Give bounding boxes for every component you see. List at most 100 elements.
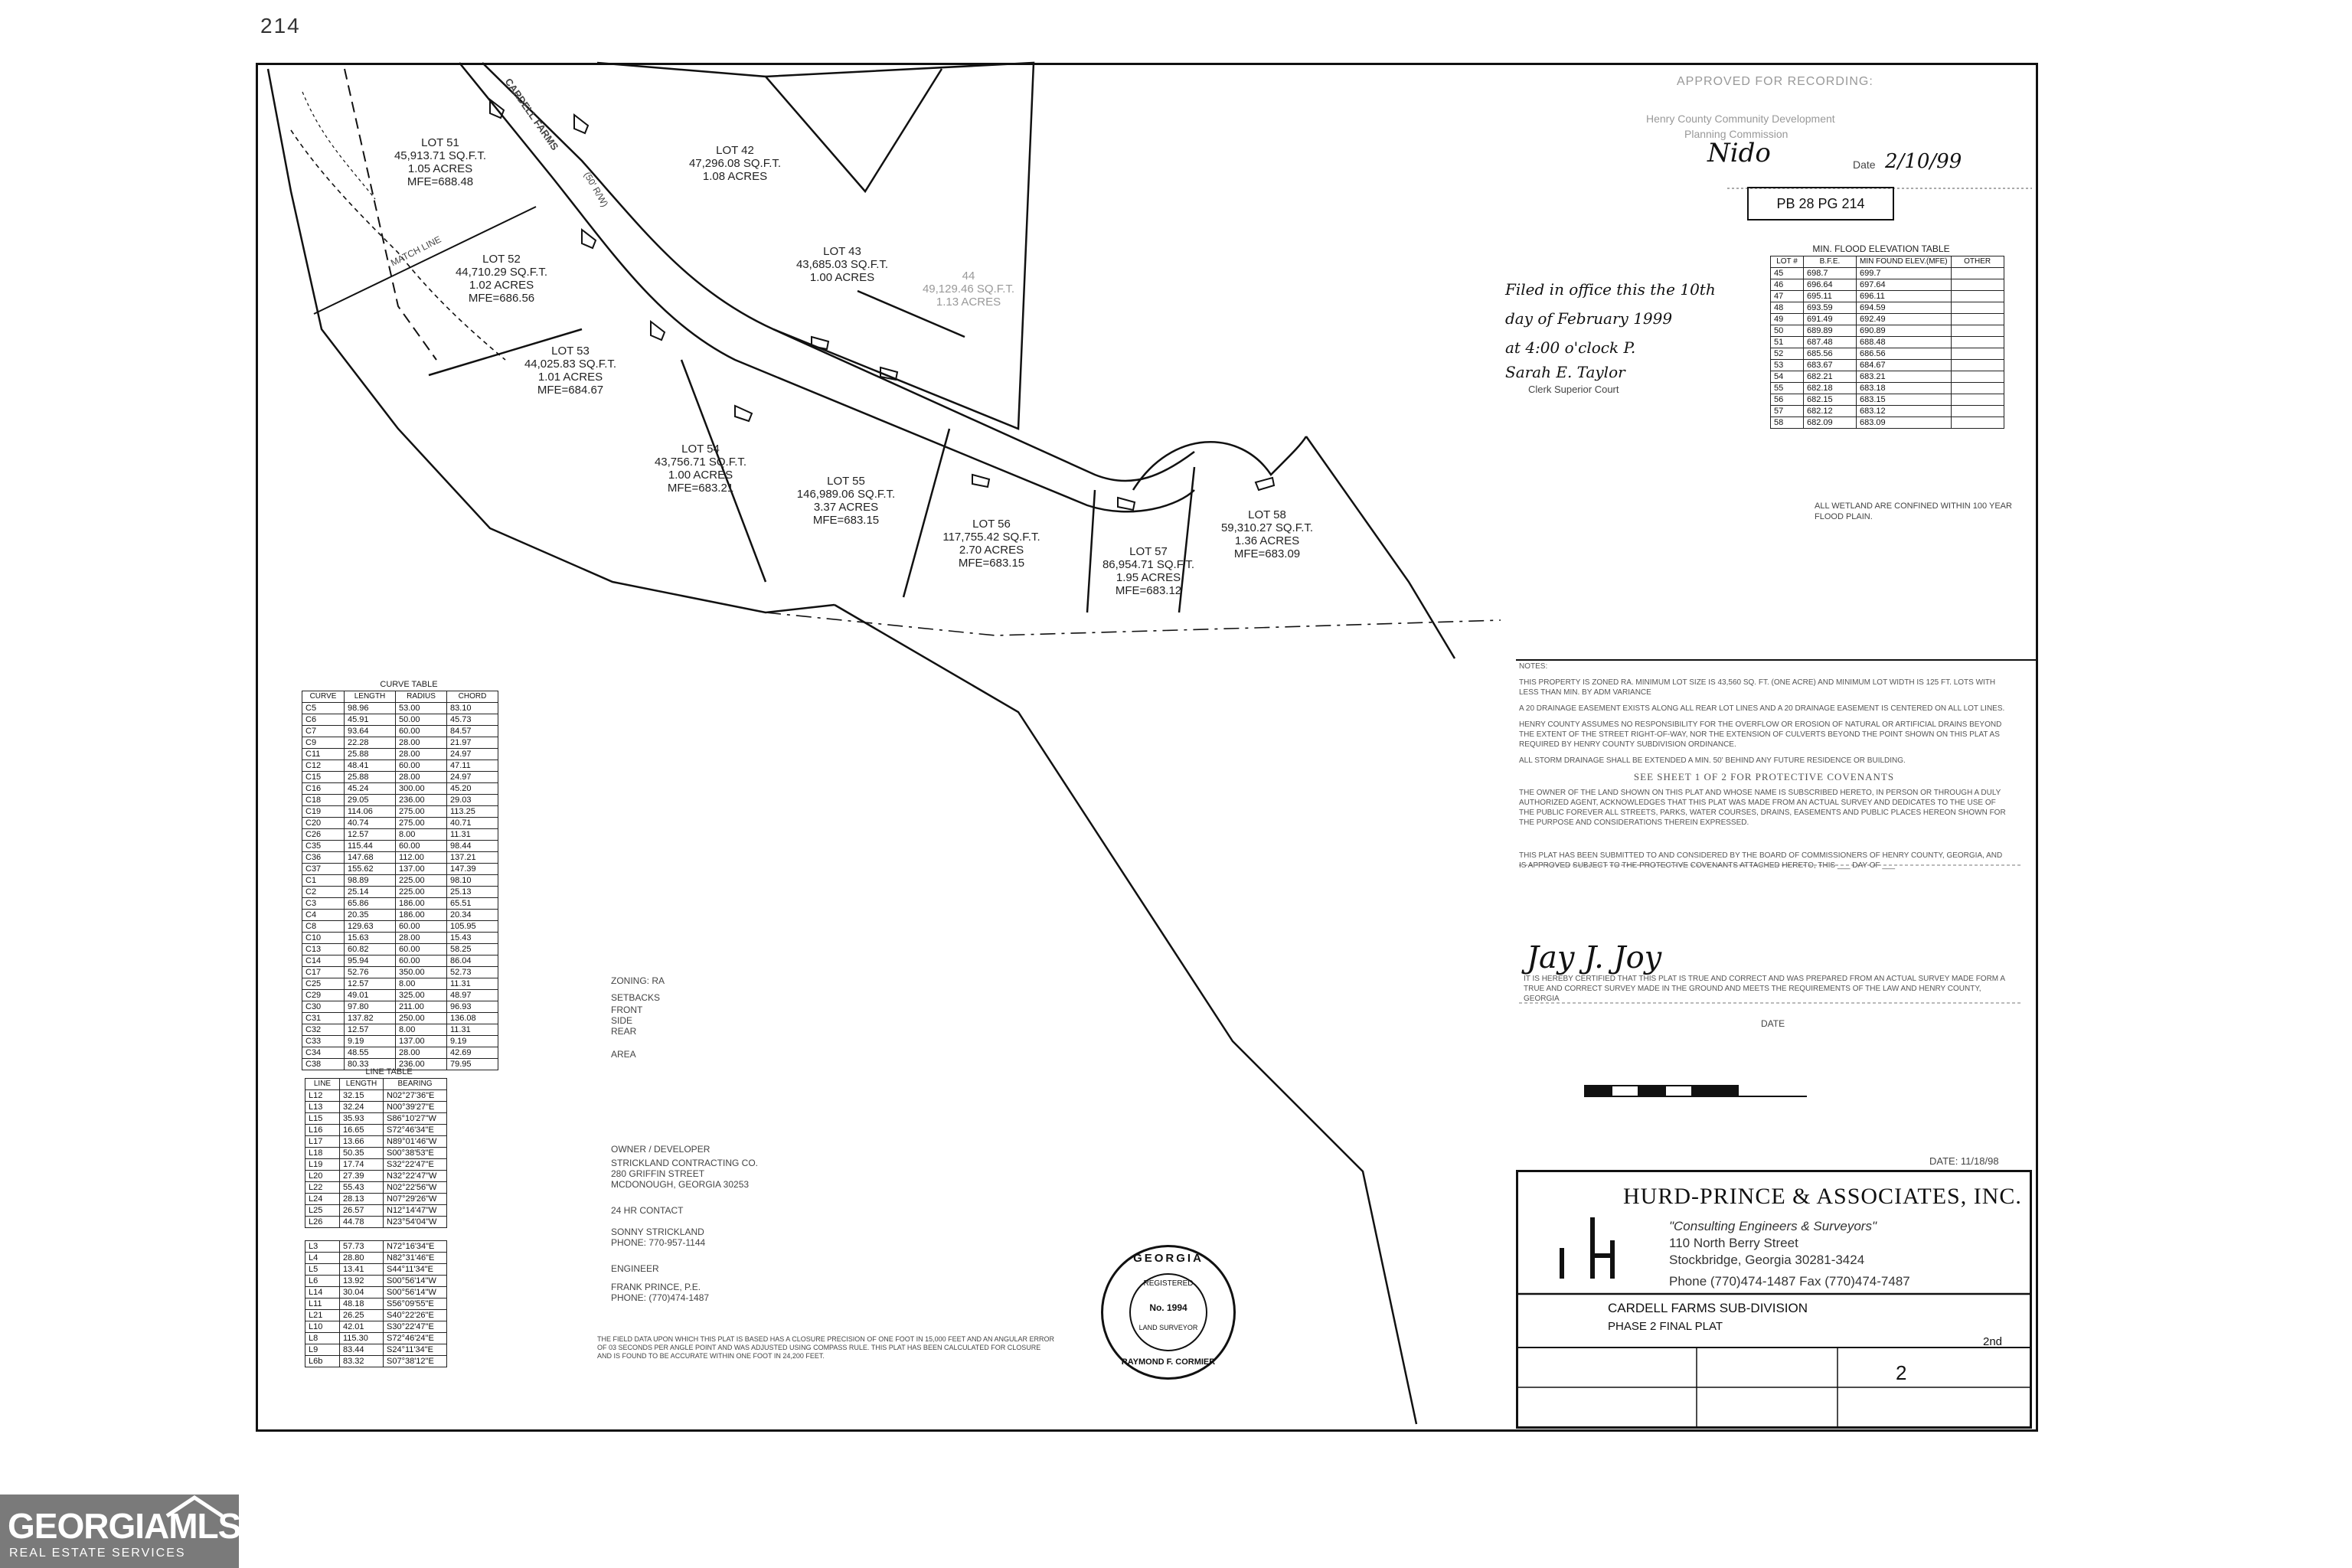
table-cell: S00°56'14"W: [383, 1286, 447, 1298]
table-header-cell: CURVE: [302, 691, 345, 703]
surveyor-seal: GEORGIA REGISTERED No. 1994 LAND SURVEYO…: [1101, 1245, 1236, 1380]
east-boundary: [834, 603, 1418, 1425]
table-cell: 25.13: [446, 886, 498, 898]
table-cell: L19: [305, 1158, 340, 1171]
table-cell: 687.48: [1803, 336, 1857, 348]
roof-icon: [165, 1494, 224, 1517]
table-cell: N82°31'46"E: [383, 1252, 447, 1264]
table-cell: 682.12: [1803, 405, 1857, 417]
note-2: A 20 DRAINAGE EASEMENT EXISTS ALONG ALL …: [1519, 704, 2005, 713]
table-cell: 696.64: [1803, 279, 1857, 291]
table-cell: 682.21: [1803, 371, 1857, 383]
table-cell: L10: [305, 1321, 340, 1333]
georgiamls-watermark: GEORGIAMLS REAL ESTATE SERVICES: [0, 1494, 241, 1568]
table-cell: 115.44: [344, 840, 396, 852]
table-cell: 28.00: [395, 1047, 447, 1059]
table-cell: [1950, 267, 2004, 279]
seal-profession: LAND SURVEYOR: [1138, 1324, 1198, 1331]
table-cell: 25.88: [344, 771, 396, 783]
table-cell: C38: [302, 1058, 345, 1070]
contact-phone: PHONE: 770-957-1144: [611, 1237, 706, 1248]
table-cell: L24: [305, 1193, 340, 1205]
table-header-cell: LENGTH: [344, 691, 396, 703]
table-cell: 28.00: [395, 737, 447, 749]
table-cell: 98.10: [446, 874, 498, 887]
notes-header: NOTES:: [1519, 662, 1548, 671]
firm-phone: Phone (770)474-1487 Fax (770)474-7487: [1669, 1274, 1910, 1289]
table-cell: C4: [302, 909, 345, 921]
table-cell: 692.49: [1856, 313, 1952, 325]
firm-name: HURD-PRINCE & ASSOCIATES, INC.: [1623, 1184, 2022, 1209]
note-3: HENRY COUNTY ASSUMES NO RESPONSIBILITY F…: [1519, 720, 2002, 749]
table-cell: 688.48: [1856, 336, 1952, 348]
table-cell: L11: [305, 1298, 340, 1310]
lot57-58-line: [1178, 466, 1196, 613]
table-cell: 29.03: [446, 794, 498, 806]
table-cell: 26.25: [339, 1309, 384, 1321]
table-cell: 35.93: [339, 1112, 384, 1125]
table-cell: 52: [1770, 348, 1804, 360]
table-cell: 51: [1770, 336, 1804, 348]
table-cell: L12: [305, 1089, 340, 1102]
table-cell: [1950, 405, 2004, 417]
table-cell: 45.91: [344, 714, 396, 726]
table-cell: L6: [305, 1275, 340, 1287]
table-cell: C6: [302, 714, 345, 726]
recording-date-value: 2/10/99: [1885, 150, 1962, 173]
table-cell: 105.95: [446, 920, 498, 933]
table-cell: C3: [302, 897, 345, 910]
table-cell: 112.00: [395, 851, 447, 864]
table-cell: 98.96: [344, 702, 396, 714]
table-cell: 137.21: [446, 851, 498, 864]
table-cell: 86.04: [446, 955, 498, 967]
lot55-56-line: [902, 428, 951, 598]
table-cell: 45.73: [446, 714, 498, 726]
table-cell: 683.15: [1856, 394, 1952, 406]
west-boundary-line: [266, 68, 835, 614]
table-cell: 65.86: [344, 897, 396, 910]
table-cell: N89°01'46"W: [383, 1135, 447, 1148]
table-cell: L20: [305, 1170, 340, 1182]
table-cell: C11: [302, 748, 345, 760]
contact-name: SONNY STRICKLAND: [611, 1227, 704, 1237]
table-cell: 46: [1770, 279, 1804, 291]
table-cell: 147.39: [446, 863, 498, 875]
table-cell: 25.14: [344, 886, 396, 898]
table-cell: 137.82: [344, 1012, 396, 1024]
watermark-sub: REAL ESTATE SERVICES: [9, 1547, 186, 1560]
table-cell: C16: [302, 782, 345, 795]
contact-label: 24 HR CONTACT: [611, 1205, 684, 1216]
table-cell: 17.74: [339, 1158, 384, 1171]
table-cell: 49: [1770, 313, 1804, 325]
table-cell: 186.00: [395, 897, 447, 910]
table-cell: 698.7: [1803, 267, 1857, 279]
flood-table-note: ALL WETLAND ARE CONFINED WITHIN 100 YEAR…: [1815, 501, 2012, 521]
table-cell: C36: [302, 851, 345, 864]
table-cell: L22: [305, 1181, 340, 1194]
table-cell: [1950, 359, 2004, 371]
table-cell: 694.59: [1856, 302, 1952, 314]
table-cell: 56: [1770, 394, 1804, 406]
